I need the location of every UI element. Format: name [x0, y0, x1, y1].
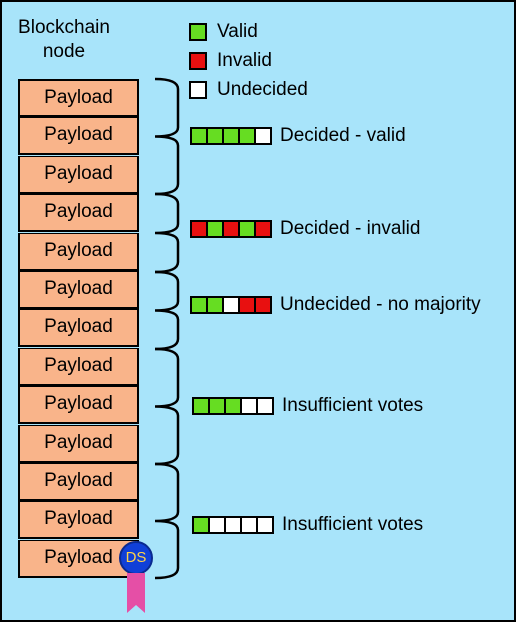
legend-label: Invalid	[217, 50, 272, 71]
vote-cell-invalid	[224, 222, 240, 236]
vote-tally	[190, 127, 272, 145]
legend-item-undecided: Undecided	[189, 78, 308, 102]
vote-cell-valid	[240, 129, 256, 143]
group-brace	[154, 462, 180, 580]
vote-cell-undecided	[258, 518, 272, 532]
vote-cell-valid	[194, 518, 210, 532]
legend-item-valid: Valid	[189, 20, 258, 44]
vote-cell-valid	[226, 399, 242, 413]
vote-tally	[192, 397, 274, 415]
vote-group-row: Insufficient votes	[192, 513, 423, 537]
vote-group-label: Insufficient votes	[282, 395, 424, 416]
valid-swatch-icon	[189, 23, 207, 41]
legend-label: Undecided	[217, 79, 308, 100]
payload-block: Payload	[18, 233, 139, 271]
vote-cell-valid	[208, 222, 224, 236]
vote-cell-invalid	[256, 298, 270, 312]
payload-block: Payload	[18, 117, 139, 155]
legend-item-invalid: Invalid	[189, 49, 272, 73]
vote-cell-invalid	[256, 222, 270, 236]
seal-ribbon-icon	[127, 573, 145, 613]
vote-cell-valid	[208, 298, 224, 312]
vote-cell-undecided	[242, 518, 258, 532]
vote-cell-undecided	[210, 518, 226, 532]
legend-label: Valid	[217, 21, 258, 42]
vote-group-row: Undecided - no majority	[190, 293, 481, 317]
vote-cell-valid	[192, 298, 208, 312]
vote-group-label: Undecided - no majority	[280, 294, 481, 315]
node-title-line1: Blockchain	[18, 17, 110, 38]
group-brace	[154, 77, 180, 196]
undecided-swatch-icon	[189, 81, 207, 99]
group-brace	[154, 270, 180, 351]
vote-cell-valid	[208, 129, 224, 143]
vote-cell-invalid	[240, 298, 256, 312]
payload-block: Payload	[18, 348, 139, 386]
vote-group-row: Decided - valid	[190, 124, 406, 148]
payload-block: Payload	[18, 309, 139, 347]
vote-cell-undecided	[226, 518, 242, 532]
vote-cell-invalid	[192, 222, 208, 236]
node-title: Blockchain node	[2, 16, 126, 64]
payload-block: Payload	[18, 194, 139, 232]
payload-block: Payload	[18, 501, 139, 539]
vote-tally	[190, 296, 272, 314]
node-title-line2: node	[42, 41, 86, 62]
vote-cell-valid	[224, 129, 240, 143]
invalid-swatch-icon	[189, 52, 207, 70]
payload-block: Payload	[18, 540, 139, 578]
vote-cell-undecided	[224, 298, 240, 312]
vote-cell-valid	[192, 129, 208, 143]
vote-group-row: Decided - invalid	[190, 217, 420, 241]
vote-group-label: Insufficient votes	[282, 514, 424, 535]
group-brace	[154, 347, 180, 466]
payload-block: Payload	[18, 156, 139, 194]
vote-cell-valid	[210, 399, 226, 413]
payload-block: Payload	[18, 79, 139, 117]
payload-block: Payload	[18, 463, 139, 501]
vote-cell-undecided	[258, 399, 272, 413]
vote-cell-valid	[240, 222, 256, 236]
vote-group-row: Insufficient votes	[192, 394, 423, 418]
payload-block: Payload	[18, 271, 139, 309]
vote-group-label: Decided - valid	[280, 125, 406, 146]
payload-block: Payload	[18, 386, 139, 424]
vote-group-label: Decided - invalid	[280, 218, 421, 239]
vote-tally	[192, 516, 274, 534]
vote-cell-undecided	[256, 129, 270, 143]
group-brace	[154, 192, 180, 274]
vote-tally	[190, 220, 272, 238]
vote-cell-undecided	[242, 399, 258, 413]
digital-signature-seal-icon: DS	[119, 541, 153, 575]
vote-cell-valid	[194, 399, 210, 413]
payload-block: Payload	[18, 425, 139, 463]
